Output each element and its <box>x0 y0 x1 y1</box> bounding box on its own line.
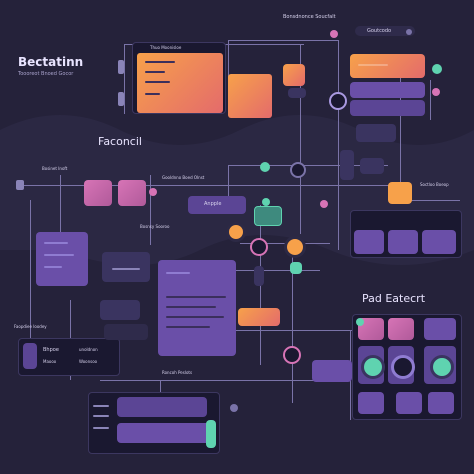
top-panel-header: Thuo Moonisloe <box>140 45 210 51</box>
section-left-label: Faconcil <box>98 135 142 148</box>
grid-tile-5[interactable] <box>388 346 415 384</box>
slider-mid-label: Bosnsy Sooroo <box>140 224 170 229</box>
grid-tile-9[interactable] <box>428 392 454 414</box>
left-slider-knob[interactable] <box>118 92 124 106</box>
right-purple-card-2[interactable] <box>350 100 425 116</box>
orange-knob-1[interactable] <box>226 222 246 242</box>
grid-teal-dot <box>356 318 364 326</box>
left-row-label: Bosinet Inoft <box>42 166 68 171</box>
grid-tile-6[interactable] <box>424 346 456 384</box>
teal-dot-2 <box>260 162 270 172</box>
bottom-center-label: Roncoh Peslots <box>162 370 193 375</box>
diagram-title: Bectatinn <box>18 55 84 69</box>
left-panel-sub3: Woonsoo <box>79 359 98 364</box>
pink-dot-mid <box>149 188 157 196</box>
grid-tile-3[interactable] <box>424 318 456 340</box>
left-panel-title: Bhpoe <box>43 347 59 353</box>
right-purple-card-1[interactable] <box>350 82 425 98</box>
left-purple-card[interactable] <box>36 232 88 286</box>
diagram-subtitle: Toooreot Bnoed Gocor <box>18 71 74 77</box>
teal-node[interactable] <box>254 206 282 226</box>
right-panel-tile-2[interactable] <box>388 230 418 254</box>
small-purple-node[interactable] <box>312 360 352 382</box>
right-orange-node[interactable] <box>388 182 412 204</box>
grid-tile-2[interactable] <box>388 318 414 340</box>
pink-dot-2 <box>320 200 328 208</box>
center-dark-pill <box>288 88 306 98</box>
left-dark-card <box>102 252 150 282</box>
top-orange-small[interactable] <box>228 74 272 118</box>
top-right-pill: Goutcodo <box>355 26 415 36</box>
mid-row-label: Gooldnno Boed Olnst <box>162 175 205 180</box>
right-panel-tile-1[interactable] <box>354 230 384 254</box>
top-panel-label: Thuo Moonisloe <box>150 45 182 50</box>
bottom-teal-bar[interactable] <box>206 420 216 448</box>
center-purple-panel[interactable] <box>158 260 236 356</box>
section-right-label: Pad Eatecrt <box>362 292 426 305</box>
top-label: Bonsdnonce Soucfalt <box>283 14 336 20</box>
pink-card-2[interactable] <box>118 180 146 206</box>
bottom-panel-card-1[interactable] <box>117 397 207 417</box>
left-panel-label: Faopdiee Ioodey <box>14 324 47 329</box>
left-mid-dark <box>100 300 140 320</box>
bottom-panel <box>88 392 220 454</box>
orange-knob-2[interactable] <box>284 236 306 258</box>
right-orange-card[interactable] <box>350 54 425 78</box>
top-right-pill-label: Goutcodo <box>367 28 392 34</box>
grid-tile-8[interactable] <box>396 392 422 414</box>
right-mid-label: Soctloo Boeop <box>420 182 449 187</box>
pink-card-1[interactable] <box>84 180 112 206</box>
left-row-knob[interactable] <box>16 180 24 190</box>
right-small-dark <box>356 124 396 142</box>
right-teal-dot <box>432 64 442 74</box>
top-pink-dot <box>330 30 338 38</box>
apple-card[interactable]: Anpple <box>188 196 246 214</box>
pink-ring-knob-2[interactable] <box>283 346 301 364</box>
grid-tile-7[interactable] <box>358 392 384 414</box>
right-pink-dot <box>432 88 440 96</box>
bottom-dot <box>230 404 238 412</box>
left-slider-knob-2[interactable] <box>118 60 124 74</box>
bottom-panel-card-2[interactable] <box>117 423 211 443</box>
right-panel-tile-3[interactable] <box>422 230 456 254</box>
pink-ring-knob[interactable] <box>250 238 268 256</box>
mid-vertical-slider[interactable] <box>254 266 264 286</box>
mid-dark-card <box>360 158 384 174</box>
teal-dot <box>262 198 270 206</box>
left-panel-slider[interactable] <box>23 343 37 369</box>
center-orange-bar[interactable] <box>238 308 280 326</box>
left-panel: Bhpoe unoldnon Maooo Woonsoo <box>18 338 120 376</box>
center-knob[interactable] <box>329 92 347 110</box>
center-orange-pill[interactable] <box>283 64 305 86</box>
left-mid-dark-2 <box>104 324 148 340</box>
left-panel-sub: unoldnon <box>79 347 98 352</box>
top-orange-card[interactable] <box>137 53 223 113</box>
teal-square <box>290 262 302 274</box>
top-dot <box>406 29 412 35</box>
ring-knob[interactable] <box>290 162 306 178</box>
grid-tile-1[interactable] <box>358 318 384 340</box>
vertical-slider-1[interactable] <box>340 150 354 180</box>
apple-label: Anpple <box>204 201 222 207</box>
left-panel-sub2: Maooo <box>43 359 57 364</box>
grid-tile-4[interactable] <box>358 346 385 384</box>
